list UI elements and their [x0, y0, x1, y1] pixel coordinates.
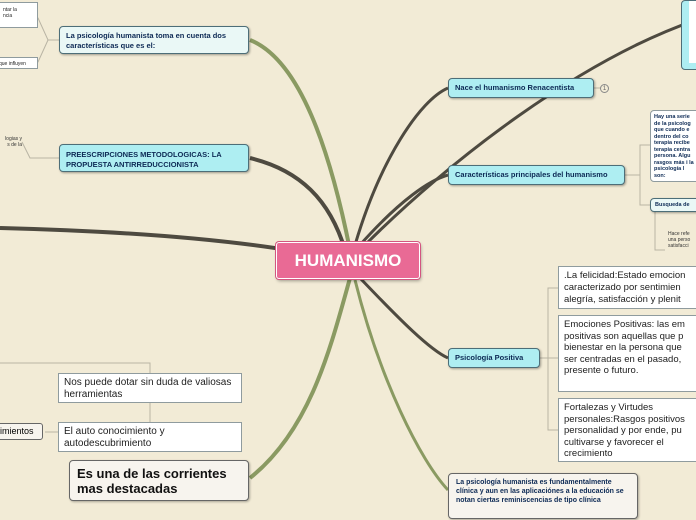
topic-busqueda[interactable]: Busqueda de: [650, 198, 696, 212]
leaf-cut-top[interactable]: ntar la ncia: [0, 2, 38, 28]
topic-caracteristicas-principales[interactable]: Características principales del humanism…: [448, 165, 625, 185]
leaf-cut-logias: logias y s de la: [5, 136, 22, 148]
leaf-cut-hace-refe: Hace refe una perso satisfacci: [668, 231, 691, 249]
box-felicidad[interactable]: .La felicidad:Estado emocion caracteriza…: [558, 266, 696, 309]
box-fortalezas-virtudes[interactable]: Fortalezas y Virtudes personales:Rasgos …: [558, 398, 696, 462]
topic-preescripciones-metodologicas[interactable]: PREESCRIPCIONES METODOLOGICAS: LA PROPUE…: [59, 144, 249, 172]
desc-serie-psicologia[interactable]: Hay una serie de la psicolog que cuando …: [650, 110, 696, 182]
topic-humanismo-renacentista[interactable]: Nace el humanismo Renacentista: [448, 78, 594, 98]
leaf-cut-imientos[interactable]: imientos: [0, 423, 43, 440]
leaf-cut-influyen[interactable]: que influyen: [0, 57, 38, 69]
box-corrientes-destacadas[interactable]: Es una de las corrientes mas destacadas: [69, 460, 249, 501]
topic-caracteristicas-humanista[interactable]: La psicología humanista toma en cuenta d…: [59, 26, 249, 54]
topic-psicologia-positiva[interactable]: Psicología Positiva: [448, 348, 540, 368]
central-topic-humanismo[interactable]: HUMANISMO: [276, 242, 420, 279]
offscreen-node-top-right[interactable]: [681, 0, 696, 70]
box-psicologia-clinica[interactable]: La psicología humanista es fundamentalme…: [448, 473, 638, 519]
box-emociones-positivas[interactable]: Emociones Positivas: las em positivas so…: [558, 315, 696, 392]
box-herramientas[interactable]: Nos puede dotar sin duda de valiosas her…: [58, 373, 242, 403]
box-autoconocimiento[interactable]: El auto conocimiento y autodescubrimient…: [58, 422, 242, 452]
count-badge[interactable]: 1: [600, 84, 609, 93]
